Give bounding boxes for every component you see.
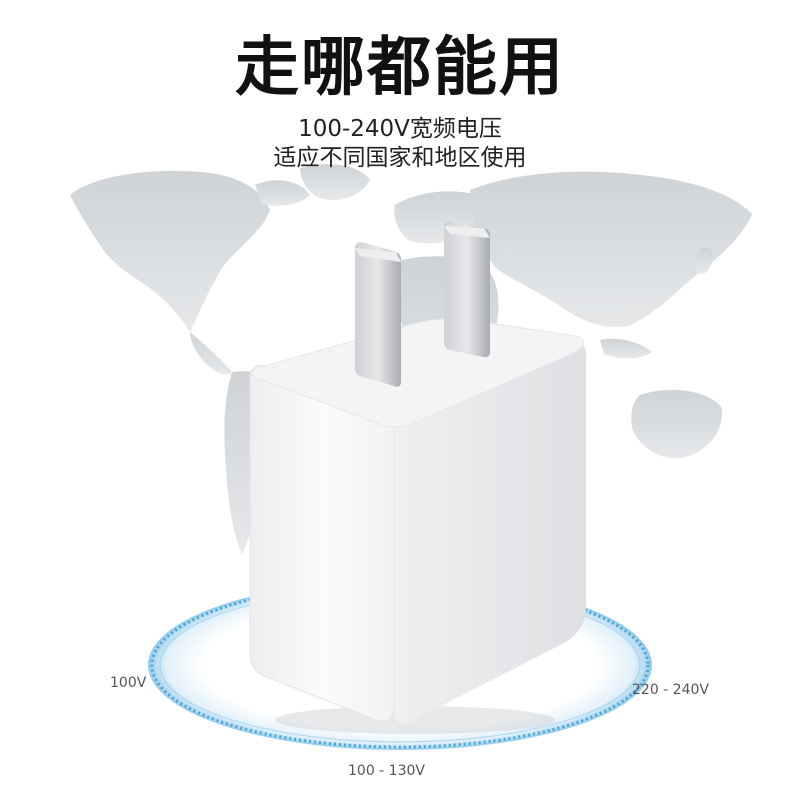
headline: 走哪都能用 xyxy=(235,31,565,105)
charger-front xyxy=(249,365,395,722)
subtitle-line-2: 适应不同国家和地区使用 xyxy=(273,145,527,171)
prong-right xyxy=(444,220,490,358)
prong-left xyxy=(355,242,401,387)
voltage-label-bottom: 100 - 130V xyxy=(348,763,425,779)
subtitle-line-1: 100-240V宽频电压 xyxy=(298,116,502,142)
charger-side xyxy=(392,337,586,724)
charger xyxy=(249,220,586,724)
voltage-label-right: 220 - 240V xyxy=(632,682,709,698)
charger-shadow xyxy=(275,706,555,734)
voltage-label-left: 100V xyxy=(110,675,147,691)
